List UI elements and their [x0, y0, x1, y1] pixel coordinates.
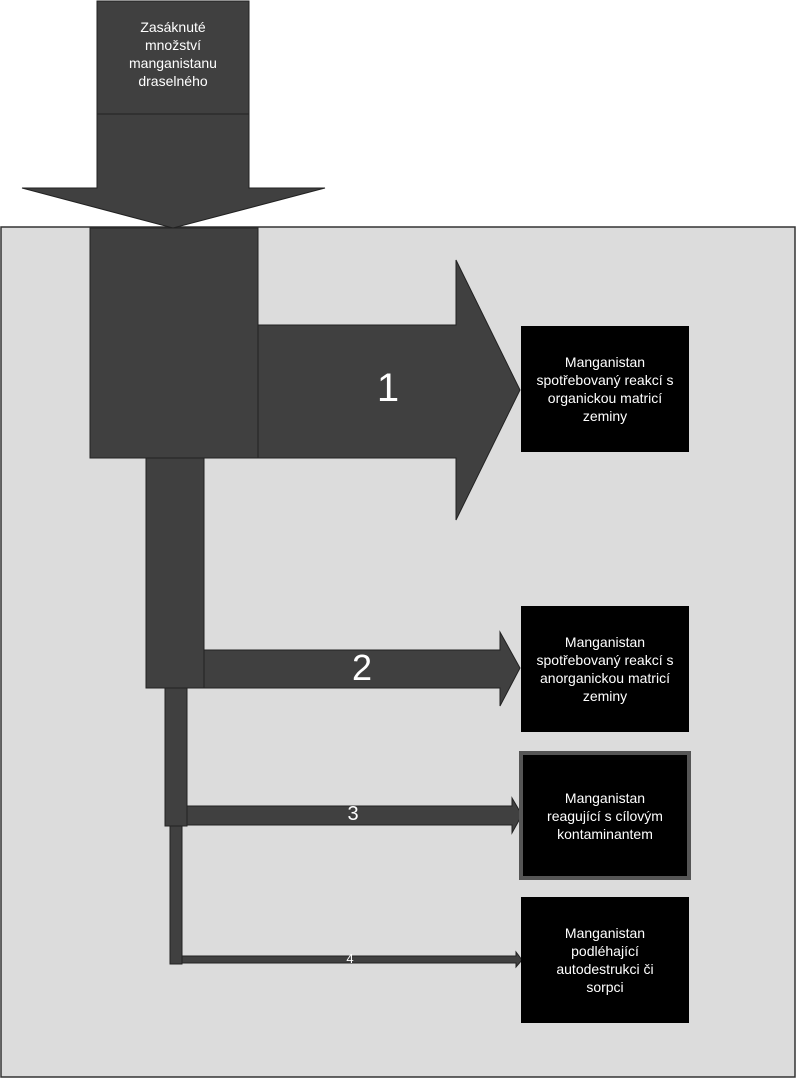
- output-box-autodestruction: Manganistan podléhající autodestrukci či…: [521, 897, 689, 1023]
- flow-column-2: [145, 457, 205, 689]
- flow-arrow-1: [257, 259, 521, 521]
- flow-arrow-3: [186, 796, 523, 835]
- flow-arrow-2: [203, 630, 521, 707]
- flow-arrow-4: [181, 950, 523, 969]
- flow-block-main: [89, 227, 259, 459]
- source-label: Zasáknuté množství manganistanu draselné…: [129, 19, 217, 89]
- output-label-4: Manganistan podléhající autodestrukci či…: [556, 925, 654, 995]
- flow-column-4: [169, 825, 183, 965]
- output-box-organic-matrix: Manganistan spotřebovaný reakcí s organi…: [521, 326, 689, 452]
- output-label-2: Manganistan spotřebovaný reakcí s anorga…: [536, 634, 674, 704]
- output-label-3: Manganistan reagující s cílovým kontamin…: [547, 789, 663, 842]
- flow-number-4: 4: [346, 951, 354, 966]
- flow-number-1: 1: [376, 366, 400, 410]
- output-label-1: Manganistan spotřebovaný reakcí s organi…: [536, 354, 674, 424]
- flow-number-2: 2: [351, 647, 373, 688]
- source-arrow-shaft-top: [96, 0, 250, 115]
- source-arrow: [21, 113, 326, 229]
- output-box-target-contaminant: Manganistan reagující s cílovým kontamin…: [519, 751, 691, 880]
- flow-number-3: 3: [347, 803, 359, 825]
- flow-column-3: [164, 687, 188, 827]
- output-box-inorganic-matrix: Manganistan spotřebovaný reakcí s anorga…: [521, 606, 689, 732]
